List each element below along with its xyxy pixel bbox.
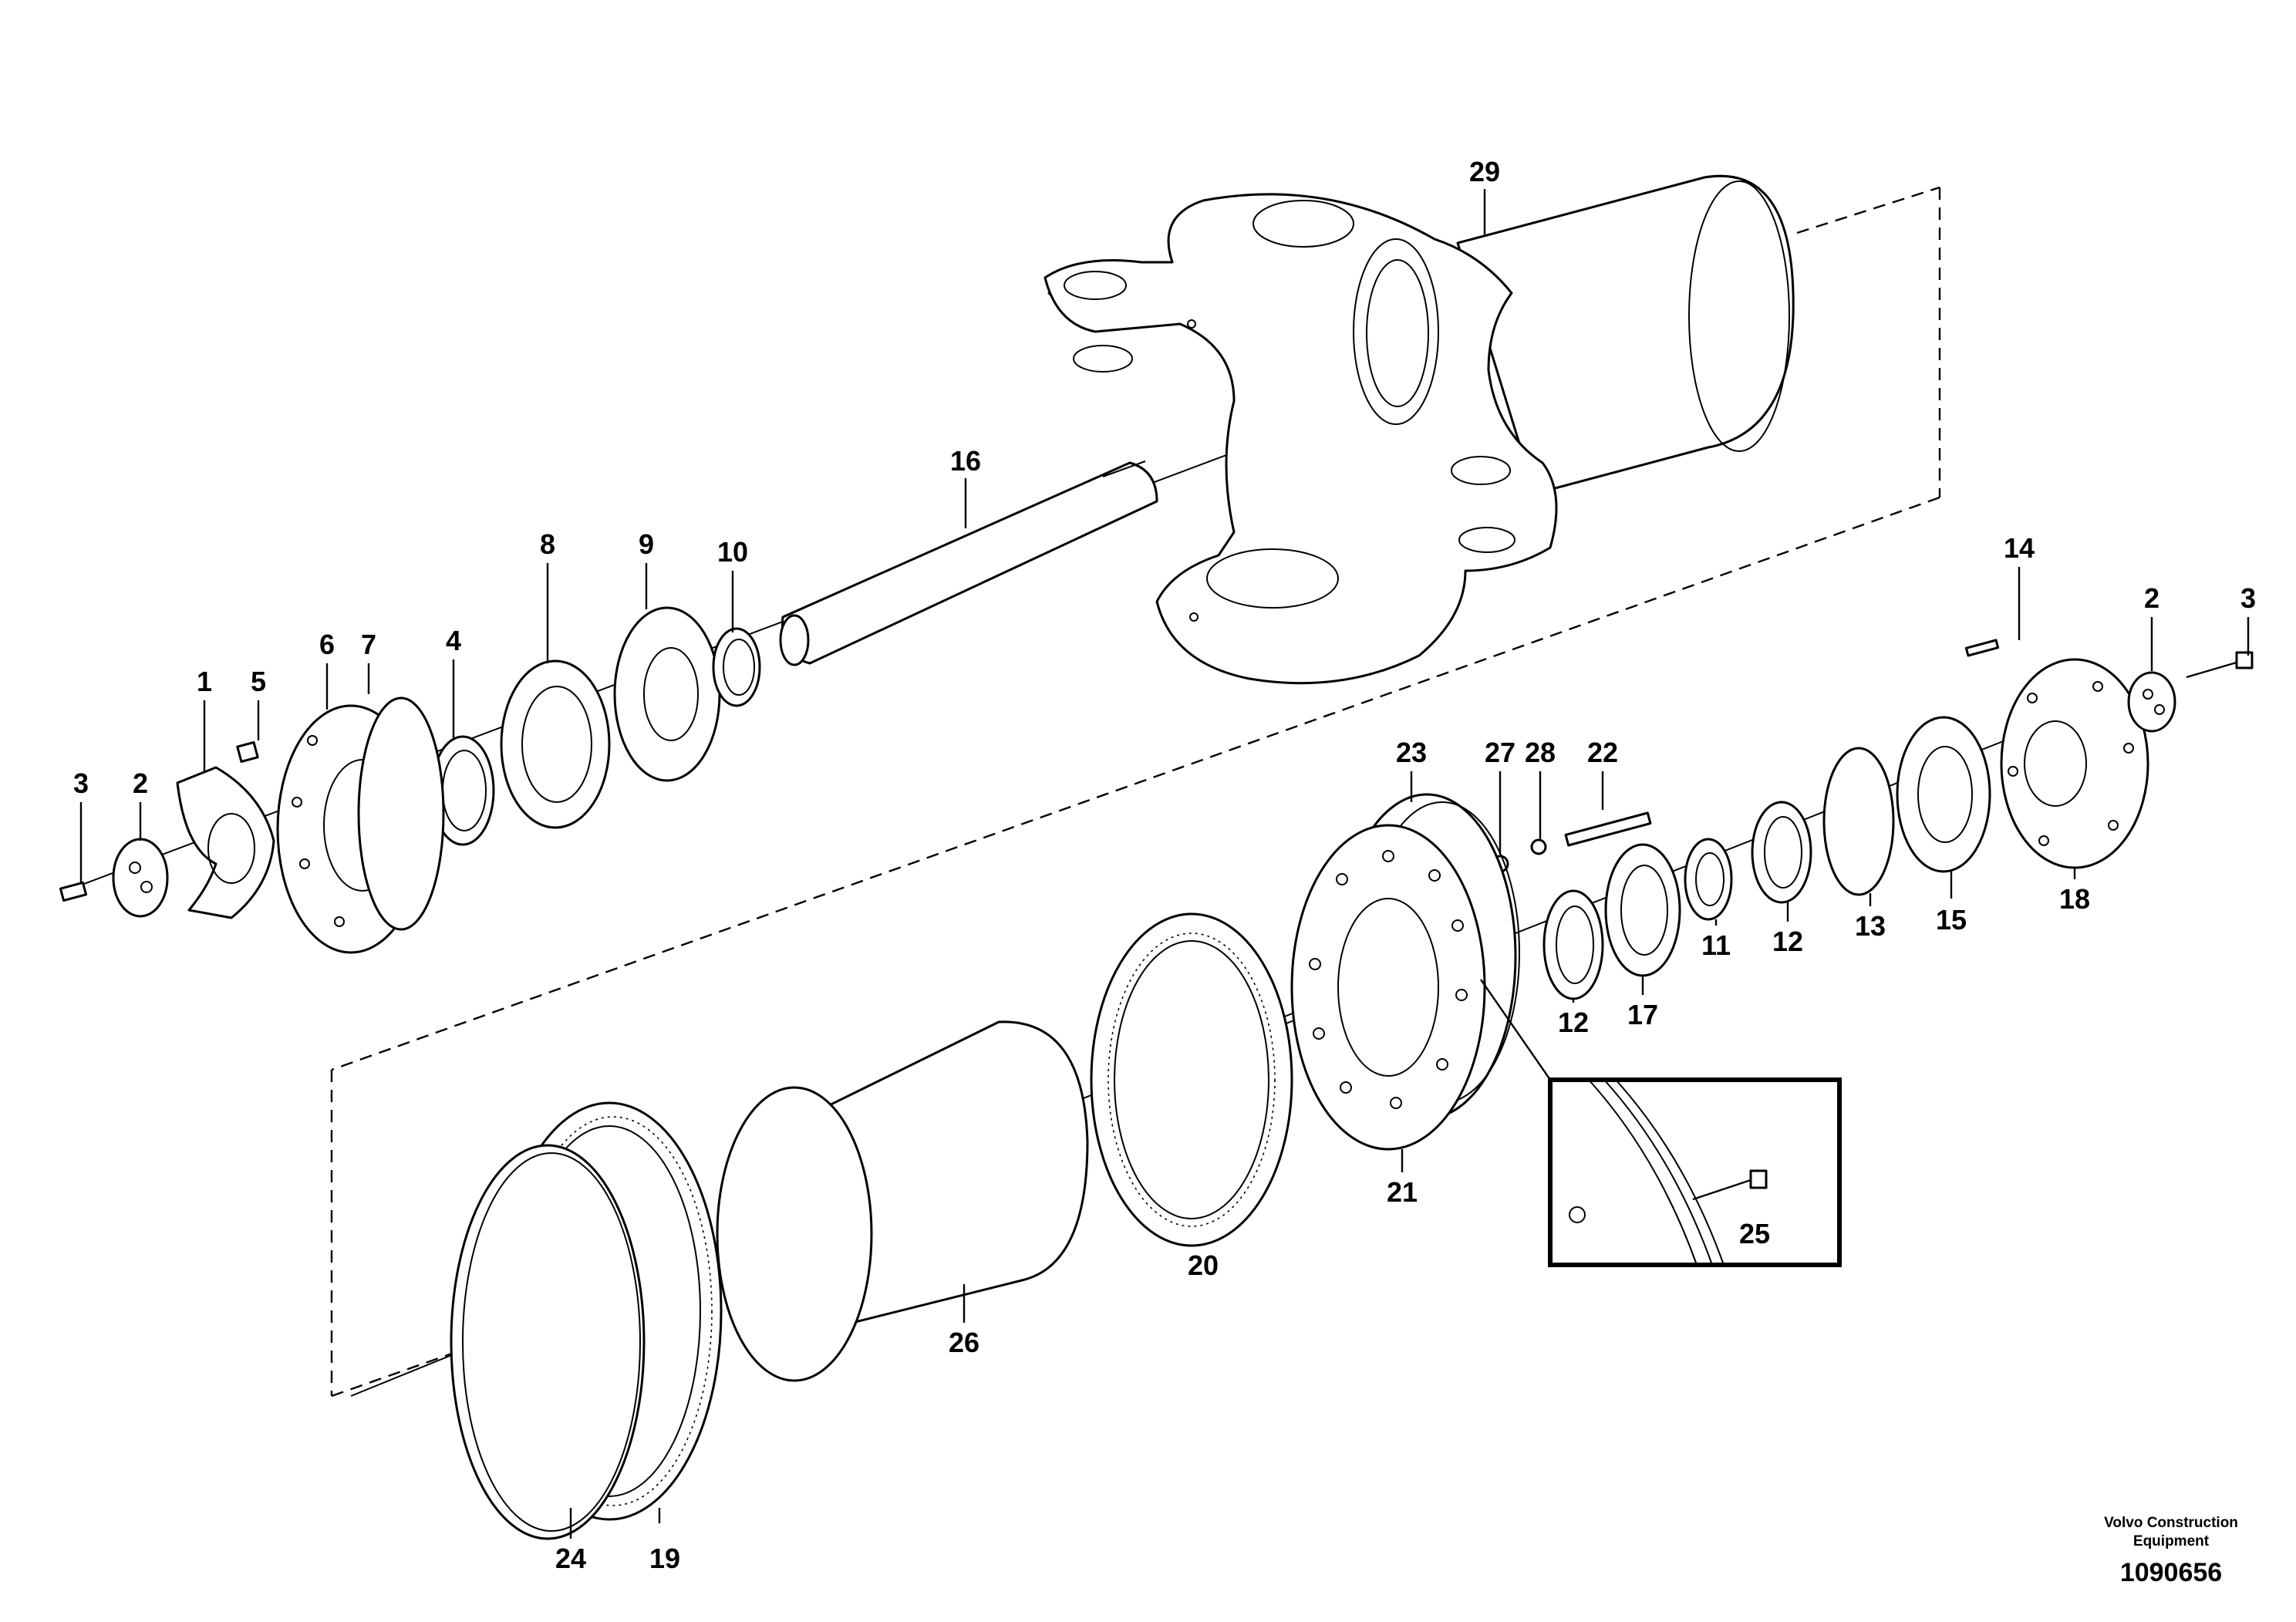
bearing-17 (1604, 843, 1681, 977)
callout-25: 25 (1739, 1218, 1770, 1249)
drive-shaft-16 (779, 460, 1158, 666)
ring-10 (712, 627, 761, 707)
washer-28 (1530, 838, 1547, 855)
callout-27: 27 (1485, 737, 1515, 768)
callout-23: 23 (1396, 737, 1427, 768)
callout-12-upper: 12 (1772, 926, 1803, 957)
callout-24: 24 (555, 1543, 586, 1574)
callout-5: 5 (251, 666, 266, 697)
document-number: 1090656 (2120, 1558, 2222, 1587)
leader-lines (79, 189, 2250, 1539)
callout-2-left: 2 (133, 767, 148, 799)
bolt-3-right (2186, 651, 2254, 679)
seal-carrier-15 (1896, 716, 1991, 873)
yoke-1 (176, 766, 275, 919)
seal-24 (450, 1144, 646, 1540)
wheel-hub-21 (1290, 824, 1486, 1151)
callout-18: 18 (2059, 883, 2090, 915)
callout-20: 20 (1188, 1249, 1219, 1281)
callout-14: 14 (2004, 532, 2035, 564)
ring-11 (1684, 838, 1733, 921)
assembly-boundary (330, 186, 1941, 1398)
washer-2-left (112, 838, 169, 918)
bolt-5 (236, 740, 259, 764)
callout-13: 13 (1855, 910, 1886, 942)
callout-3-right: 3 (2240, 582, 2256, 614)
bolt-22 (1564, 811, 1652, 847)
thrust-washer-9 (613, 606, 721, 782)
washer-2-right (2127, 671, 2176, 733)
callout-15: 15 (1936, 904, 1967, 936)
axle-housing-29 (1043, 174, 1795, 685)
callout-10: 10 (717, 536, 748, 568)
callout-16: 16 (950, 445, 981, 477)
seal-4 (430, 735, 495, 846)
callout-8: 8 (540, 528, 555, 560)
callout-22: 22 (1587, 737, 1618, 768)
callout-2-right: 2 (2144, 582, 2159, 614)
callout-28: 28 (1525, 737, 1556, 768)
callout-26: 26 (949, 1327, 979, 1358)
callouts: 29 16 8 9 10 6 7 4 1 5 3 2 14 2 3 23 27 … (73, 156, 2256, 1574)
bolt-3-left (59, 881, 88, 902)
brand-line-2: Equipment (2133, 1533, 2210, 1549)
brand-line-1: Volvo Construction (2104, 1515, 2238, 1531)
bolt-14 (1964, 639, 2000, 657)
seal-12-upper (1751, 801, 1812, 904)
callout-21: 21 (1387, 1176, 1418, 1208)
callout-4: 4 (446, 625, 461, 656)
title-block: Volvo Construction Equipment 1090656 (2104, 1515, 2238, 1587)
callout-6: 6 (319, 629, 335, 660)
callout-11: 11 (1701, 929, 1731, 961)
bearing-8 (500, 659, 611, 829)
callout-12-lower: 12 (1558, 1007, 1589, 1038)
ring-20 (1090, 912, 1293, 1247)
o-ring-7 (357, 696, 445, 931)
callout-7: 7 (361, 629, 376, 660)
callout-9: 9 (639, 528, 654, 560)
hub-flange-18 (2000, 658, 2149, 869)
callout-19: 19 (649, 1543, 680, 1574)
detail-inset (1480, 979, 1842, 1267)
callout-3-left: 3 (73, 767, 89, 799)
callout-17: 17 (1627, 999, 1658, 1030)
sleeve-26 (716, 1020, 1089, 1382)
callout-1: 1 (197, 666, 212, 697)
o-ring-13 (1822, 747, 1895, 896)
callout-29: 29 (1469, 156, 1500, 187)
seal-12-lower (1542, 889, 1604, 1000)
